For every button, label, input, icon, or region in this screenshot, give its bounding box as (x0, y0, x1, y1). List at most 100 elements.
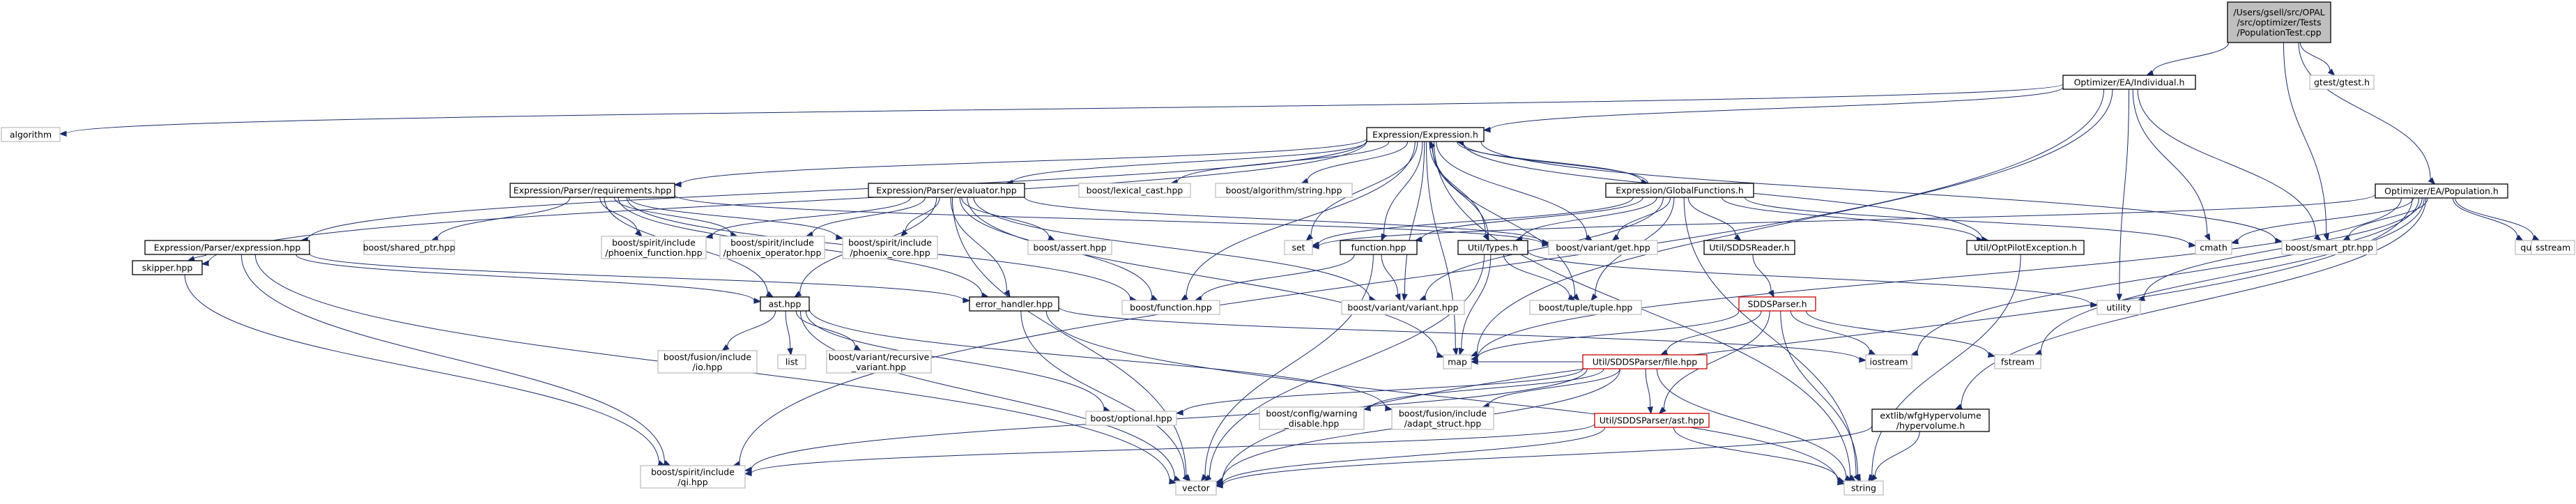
node-sstream: sstream (2531, 240, 2575, 255)
node-label: boost/config/warning (1266, 408, 1357, 418)
edge-function_hpp-to-boost_function (1194, 254, 1355, 302)
edge-evaluator-to-phoenix_operator (805, 197, 926, 238)
edge-skipper-to-qi (184, 274, 666, 466)
node-evaluator[interactable]: Expression/Parser/evaluator.hpp (868, 183, 1025, 198)
node-error_handler[interactable]: error_handler.hpp (969, 296, 1059, 312)
node-globalfunctions[interactable]: Expression/GlobalFunctions.h (1605, 183, 1754, 198)
node-label: boost/spirit/include (612, 237, 696, 247)
edge-expression-to-variant_get (1436, 141, 1593, 241)
node-box (509, 183, 675, 198)
edge-sddsparser-to-string (1780, 310, 1861, 482)
node-box (1582, 354, 1708, 369)
node-box (1457, 240, 1528, 255)
node-parser_expression[interactable]: Expression/Parser/expression.hpp (144, 240, 310, 255)
edge-root-to-individual (2145, 42, 2229, 76)
edge-expression-to-evaluator (1005, 141, 1367, 186)
node-box (1121, 300, 1220, 315)
node-sddsparser[interactable]: SDDSParser.h (1738, 296, 1816, 312)
node-skipper[interactable]: skipper.hpp (132, 260, 203, 275)
edge-parser_expression-to-ast_hpp (296, 254, 762, 304)
edge-util_types-to-tuple (1503, 254, 1576, 301)
edge-parser_expression-to-qi (240, 254, 671, 466)
node-box (601, 236, 707, 259)
node-box (1027, 240, 1112, 255)
node-label: utility (2106, 303, 2131, 313)
node-label: boost/lexical_cast.hpp (1087, 185, 1183, 196)
node-vector: vector (1175, 480, 1217, 496)
node-label: Util/SDDSParser/ast.hpp (1600, 415, 1705, 426)
edge-hypervolume-to-vector (1215, 425, 1873, 489)
node-label: gtest/gtest.h (2314, 77, 2370, 88)
node-hypervolume[interactable]: extlib/wfgHypervolume/hypervolume.h (1871, 408, 1990, 432)
node-root[interactable]: /Users/gsell/src/OPAL/src/optimizer/Test… (2227, 1, 2331, 43)
node-label: SDDSParser.h (1748, 299, 1807, 310)
node-label: cmath (2200, 243, 2228, 253)
node-label: /qi.hpp (677, 477, 707, 487)
node-label: Optimizer/EA/Individual.h (2074, 77, 2185, 88)
node-box (2062, 75, 2196, 90)
node-box (1966, 240, 2085, 255)
node-box (1994, 354, 2041, 369)
node-label: list (785, 357, 798, 367)
node-ast_hpp[interactable]: ast.hpp (760, 296, 810, 312)
edge-expression-to-string (1433, 141, 1856, 482)
node-box (2281, 240, 2377, 255)
edge-expression-to-smart_ptr (1480, 141, 2283, 244)
node-box (1078, 183, 1191, 198)
node-label: Expression/GlobalFunctions.h (1616, 185, 1744, 196)
node-label: ast.hpp (769, 299, 802, 310)
node-adapt_struct: boost/fusion/include/adapt_struct.hpp (1391, 406, 1494, 430)
edge-requirements-to-phoenix_function (599, 197, 643, 237)
edge-sddsparser-to-fstream (1806, 310, 1996, 358)
node-phoenix_core: boost/spirit/include/phoenix_core.hpp (842, 236, 938, 259)
node-expression[interactable]: Expression/Expression.h (1366, 127, 1485, 142)
edge-globalfunctions-to-set (1311, 197, 1634, 247)
node-label: Expression/Parser/requirements.hpp (514, 185, 672, 196)
edge-parser_expression-to-error_handler (309, 253, 971, 303)
edge-util_types-to-vector (1204, 254, 1485, 482)
node-label: boost/variant/recursive (829, 351, 930, 362)
node-util_types[interactable]: Util/Types.h (1457, 240, 1528, 255)
node-sdds_reader[interactable]: Util/SDDSReader.h (1703, 240, 1795, 255)
node-function_hpp[interactable]: function.hpp (1340, 240, 1418, 255)
node-population[interactable]: Optimizer/EA/Population.h (2375, 183, 2508, 199)
edge-evaluator-to-phoenix_function (705, 197, 912, 239)
node-box (1, 127, 61, 142)
edge-population-to-queue (2452, 197, 2524, 241)
edge-evaluator-to-vector (951, 197, 1191, 482)
node-shared_ptr: boost/shared_ptr.hpp (363, 240, 455, 255)
node-box (1175, 480, 1217, 496)
node-individual[interactable]: Optimizer/EA/Individual.h (2062, 75, 2196, 90)
edge-sdds_file-to-map (1470, 358, 1583, 365)
node-label: /phoenix_operator.hpp (723, 247, 822, 258)
node-box (969, 296, 1059, 312)
edge-population-to-iostream (1910, 197, 2420, 356)
node-box (2096, 300, 2141, 315)
node-sdds_file[interactable]: Util/SDDSParser/file.hpp (1582, 354, 1708, 369)
edge-ast_hpp-to-vector (799, 310, 1181, 482)
node-recursive_variant: boost/variant/recursive_variant.hpp (826, 350, 932, 374)
edge-expression-to-util_types (1429, 141, 1489, 242)
node-requirements[interactable]: Expression/Parser/requirements.hpp (509, 183, 675, 198)
node-label: boost/fusion/include (1399, 408, 1487, 418)
node-box (1340, 240, 1418, 255)
edge-evaluator-to-map (967, 197, 1445, 358)
edge-globalfunctions-to-sdds_reader (1687, 197, 1742, 241)
edge-ast_hpp-to-adapt_struct (808, 308, 1393, 411)
edge-expression-to-requirements (673, 138, 1367, 188)
node-label: Util/SDDSParser/file.hpp (1593, 357, 1698, 367)
node-sdds_ast[interactable]: Util/SDDSParser/ast.hpp (1594, 413, 1710, 428)
node-optpilot_exception[interactable]: Util/OptPilotException.h (1966, 240, 2085, 255)
node-boost_assert: boost/assert.hpp (1027, 240, 1112, 255)
edge-individual-to-utility (2116, 89, 2130, 302)
node-fusion_io: boost/fusion/include/io.hpp (657, 350, 758, 374)
node-label: _disable.hpp (1284, 418, 1340, 429)
node-label: vector (1182, 483, 1211, 494)
edge-population-to-utility (2137, 197, 2423, 301)
node-label: /io.hpp (693, 362, 723, 372)
edge-requirements-to-phoenix_core (628, 197, 844, 240)
node-string: string (1843, 480, 1884, 496)
edge-ast_hpp-to-list (785, 310, 793, 356)
edge-globalfunctions-to-cmath (1744, 197, 2197, 248)
node-box (1085, 411, 1177, 426)
